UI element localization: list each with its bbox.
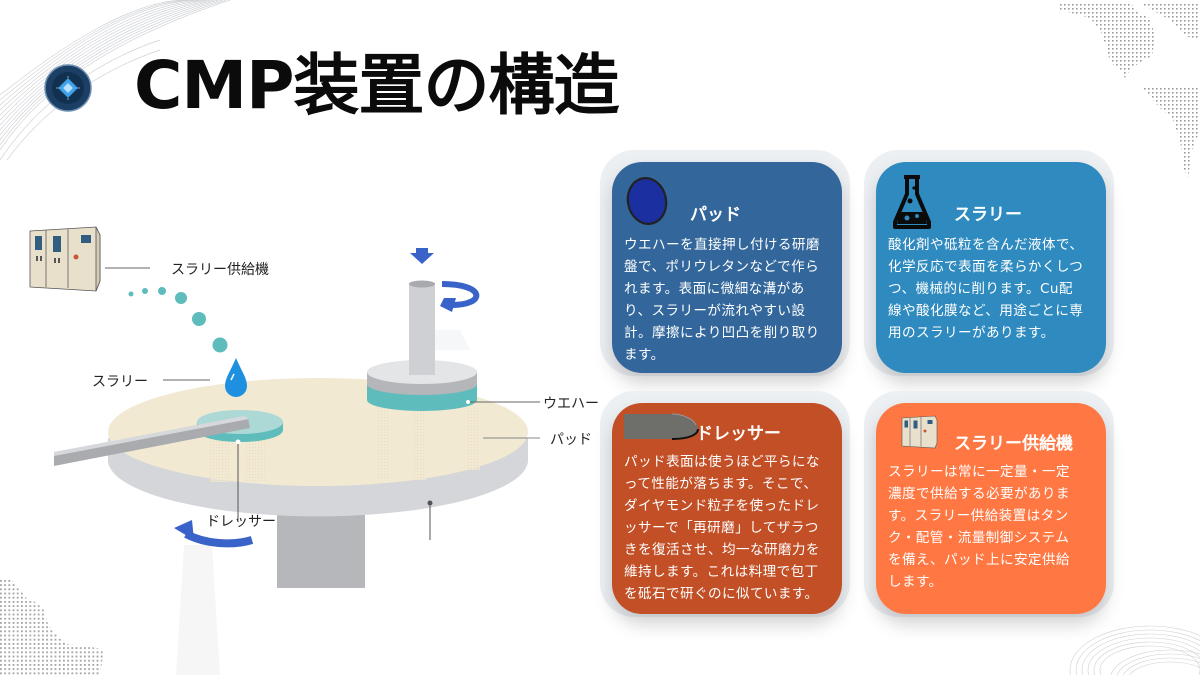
decorative-swirl-lines [1069, 625, 1200, 675]
page-title: CMP装置の構造 [134, 47, 619, 124]
flask-icon [893, 175, 931, 229]
card-slurry-supplier-body: スラリーは常に一定量・一定 濃度で供給する必要がありま す。スラリー供給装置はタ… [888, 464, 1070, 590]
slurry-supply-machine-icon [29, 226, 101, 292]
label-slurry-supplier: スラリー供給機 [171, 262, 269, 278]
card-dresser-title: ドレッサー [696, 424, 781, 444]
platen-pedestal [277, 515, 365, 588]
label-wafer: ウエハー [543, 396, 599, 412]
decorative-dotted-map-bottom [0, 580, 104, 675]
spindle-shaft [409, 283, 435, 375]
card-pad-title: パッド [690, 205, 741, 225]
card-pad-body: ウエハーを直接押し付ける研磨 盤で、ポリウレタンなどで作ら れます。表面に微細な… [624, 237, 820, 363]
card-slurry-supplier: スラリー供給機 スラリーは常に一定量・一定 濃度で供給する必要がありま す。スラ… [876, 403, 1106, 614]
rotation-arrow-icon [441, 281, 480, 308]
label-pad: パッド [550, 432, 592, 448]
semiconductor-business-lab-logo [44, 64, 92, 112]
label-dresser: ドレッサー [206, 514, 276, 530]
card-pad: パッド ウエハーを直接押し付ける研磨 盤で、ポリウレタンなどで作ら れます。表面… [612, 162, 842, 373]
platen-rotation-arrow-icon [184, 530, 254, 548]
card-dresser-body: パッド表面は使うほど平らにな って性能が落ちます。そこで、 ダイヤモンド粒子を使… [624, 454, 820, 602]
cmp-apparatus-illustration [54, 248, 540, 675]
cmp-diagram: スラリー供給機 スラリー ウエハー パッド ドレッサー [0, 0, 600, 675]
dresser-disc-icon [624, 413, 699, 440]
decorative-dotted-map [1060, 2, 1200, 178]
down-arrow-icon [410, 248, 434, 264]
card-dresser: ドレッサー パッド表面は使うほど平らにな って性能が落ちます。そこで、 ダイヤモ… [612, 403, 842, 614]
slurry-supply-machine-icon [901, 415, 938, 449]
card-slurry-supplier-title: スラリー供給機 [954, 434, 1073, 454]
pad-disc-icon [626, 177, 668, 225]
card-slurry-title: スラリー [954, 205, 1022, 225]
label-slurry: スラリー [92, 374, 148, 390]
card-slurry: スラリー 酸化剤や砥粒を含んだ液体で、 化学反応で表面を柔らかくしつ つ、機械的… [876, 162, 1106, 373]
slurry-droplet-icon [225, 358, 247, 397]
card-slurry-body: 酸化剤や砥粒を含んだ液体で、 化学反応で表面を柔らかくしつ つ、機械的に削ります… [888, 237, 1084, 341]
